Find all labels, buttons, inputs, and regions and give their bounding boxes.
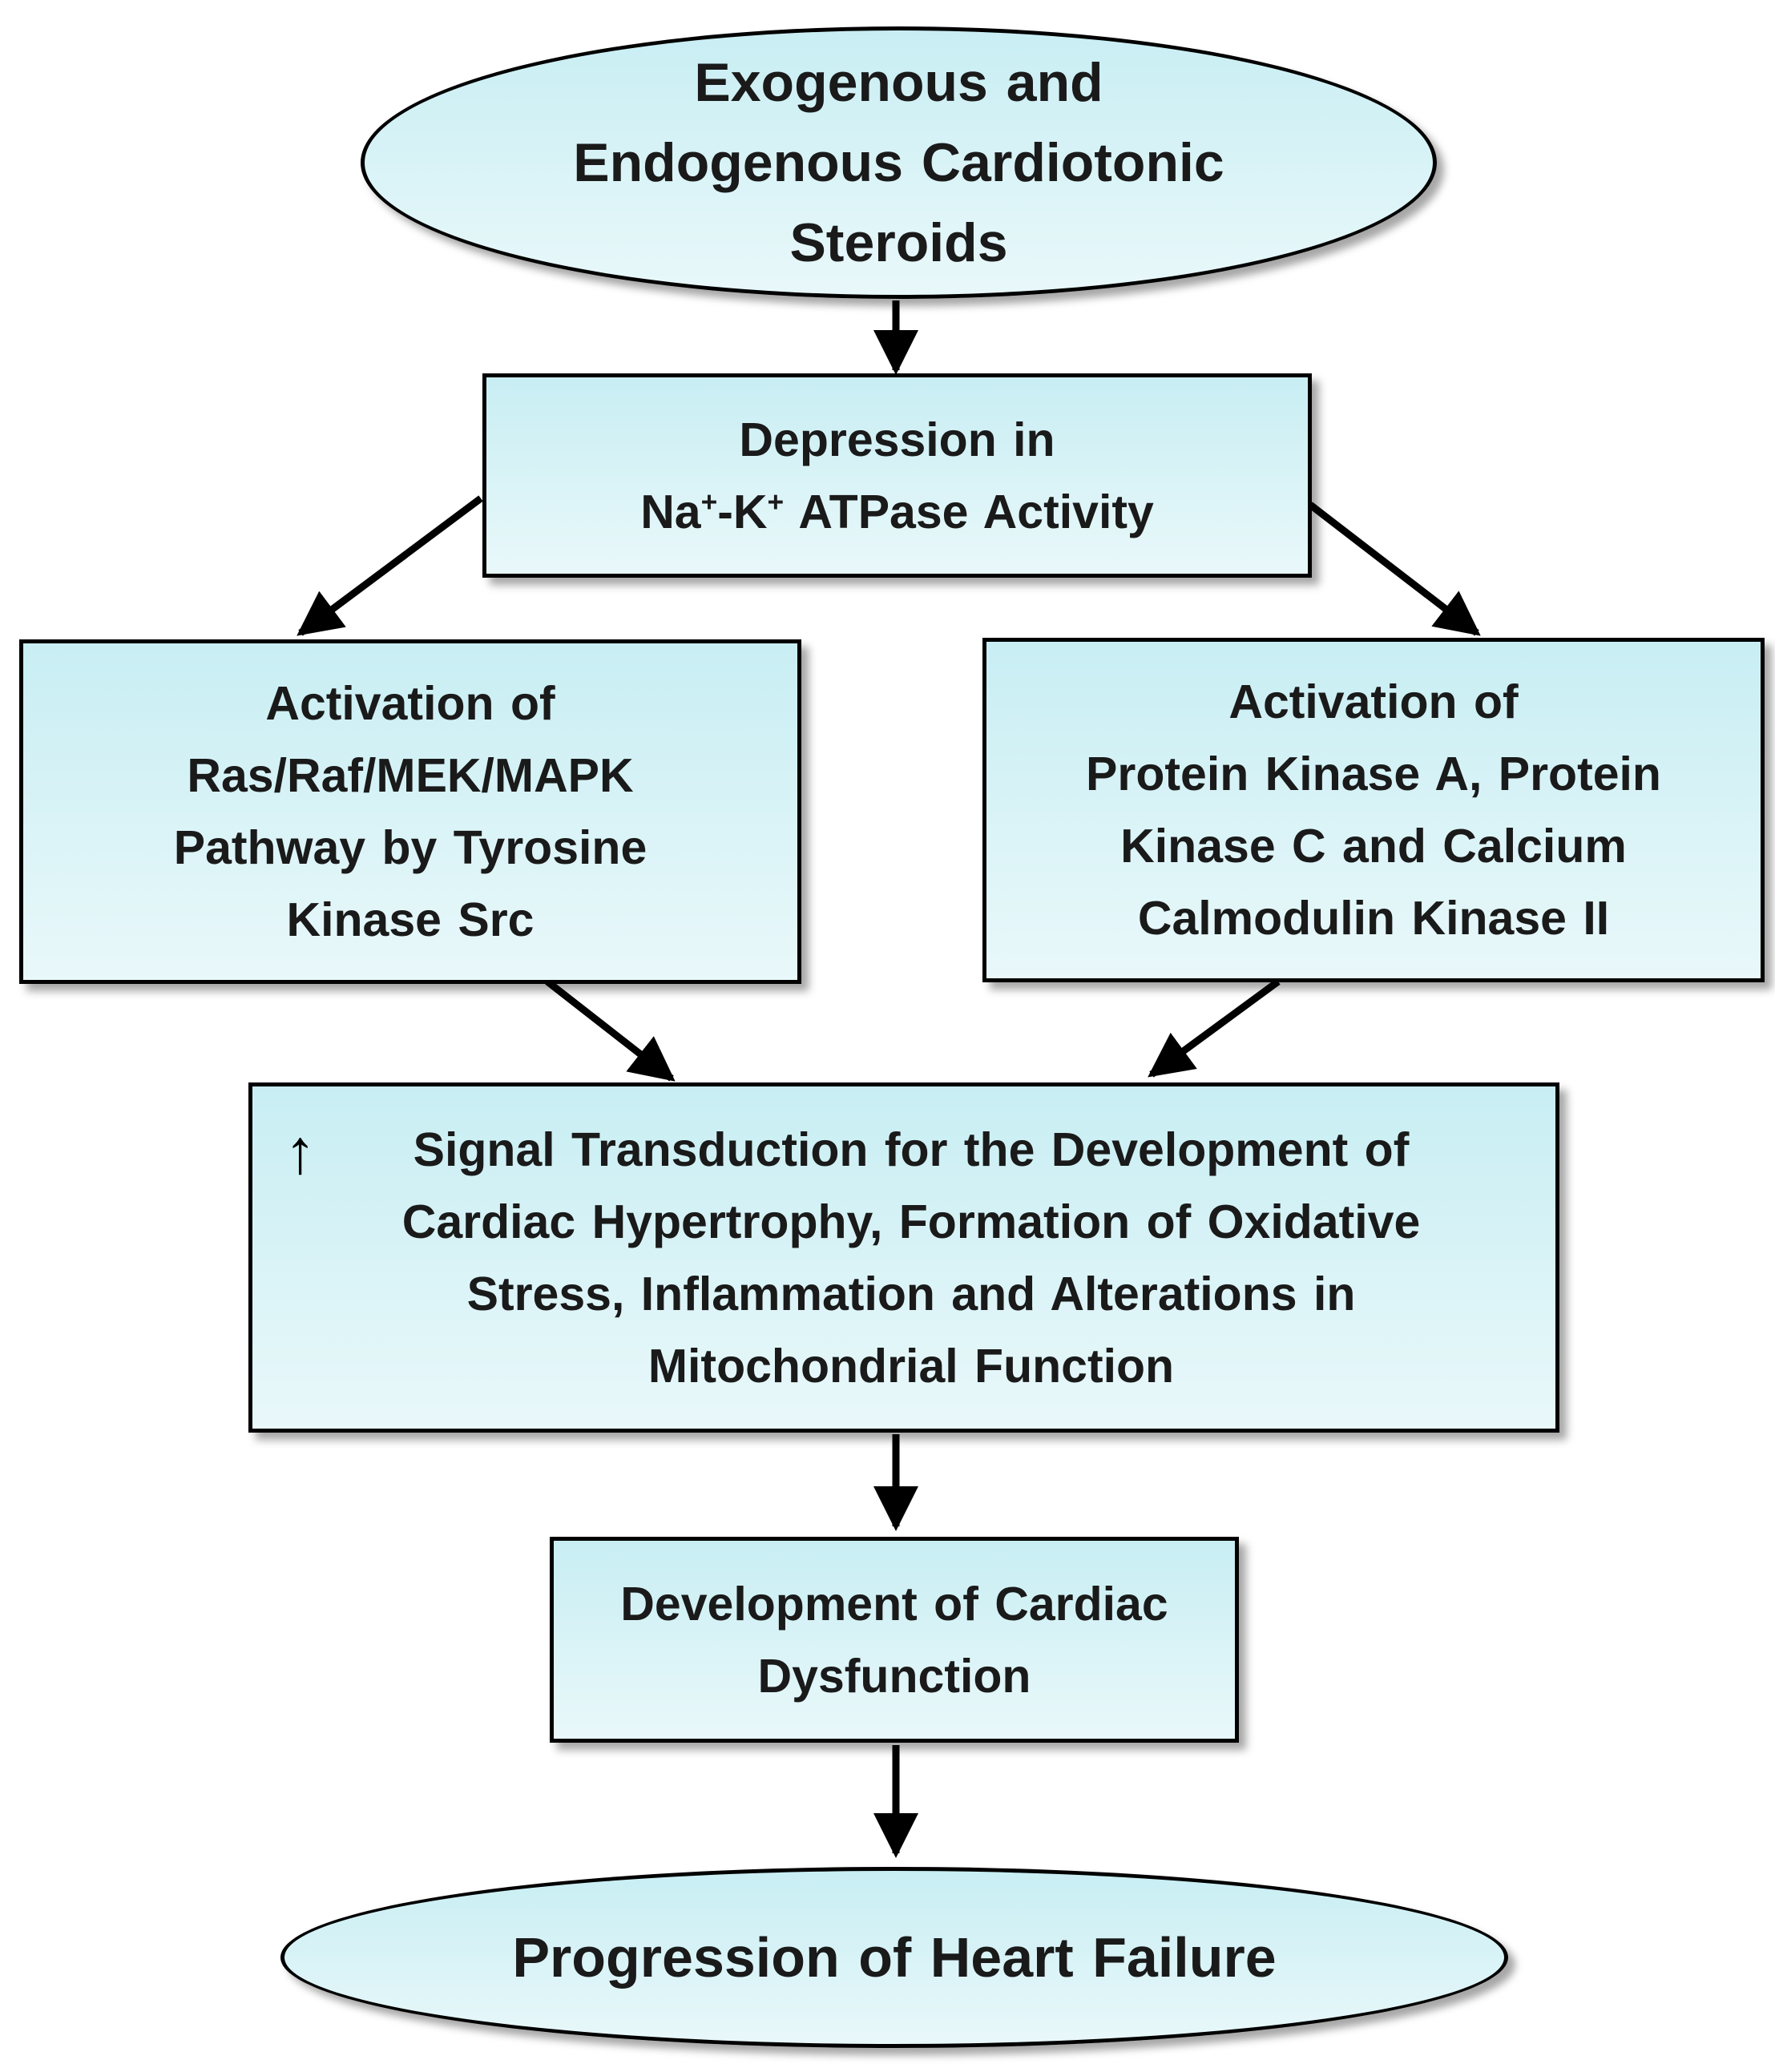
mapk-line: Activation of xyxy=(265,677,555,730)
ion-k: -K xyxy=(717,485,768,538)
signal-line: Mitochondrial Function xyxy=(647,1339,1175,1393)
dysfunction-line: Dysfunction xyxy=(757,1649,1031,1703)
steroids-line: Exogenous and xyxy=(694,52,1103,113)
signal-transduction-box: ↑ Signal Transduction for the Developmen… xyxy=(248,1082,1559,1433)
arrow-depression-to-mapk xyxy=(297,495,483,636)
kinase-activation-box: Activation of Protein Kinase A, Protein … xyxy=(982,638,1765,982)
heart-failure-ellipse: Progression of Heart Failure xyxy=(280,1867,1508,2048)
heart-failure-line: Progression of Heart Failure xyxy=(512,1926,1277,1989)
k-charge: + xyxy=(767,485,785,518)
kinase-line: Calmodulin Kinase II xyxy=(1137,892,1610,945)
mapk-line: Ras/Raf/MEK/MAPK xyxy=(187,749,634,802)
mapk-line: Kinase Src xyxy=(286,893,535,946)
kinase-line: Protein Kinase A, Protein xyxy=(1086,748,1661,800)
depression-line: Depression in xyxy=(739,413,1055,466)
mapk-pathway-box: Activation of Ras/Raf/MEK/MAPK Pathway b… xyxy=(19,639,801,984)
na-charge: + xyxy=(700,485,718,518)
dysfunction-line: Development of Cardiac xyxy=(620,1577,1168,1631)
arrow-depression-to-kinases xyxy=(1308,502,1481,636)
steroids-line: Steroids xyxy=(789,212,1008,273)
cardiac-dysfunction-box: Development of Cardiac Dysfunction xyxy=(550,1537,1239,1743)
up-arrow-icon: ↑ xyxy=(284,1116,316,1187)
kinase-line: Activation of xyxy=(1228,675,1519,728)
arrow-mapk-to-signal xyxy=(545,978,676,1082)
atpase-depression-box: Depression in Na+-K+ ATPase Activity xyxy=(482,373,1312,578)
signal-line: Cardiac Hypertrophy, Formation of Oxidat… xyxy=(401,1195,1421,1248)
kinase-line: Kinase C and Calcium xyxy=(1120,820,1627,873)
signal-line: Signal Transduction for the Development … xyxy=(413,1123,1410,1176)
arrow-kinases-to-signal xyxy=(1148,978,1281,1078)
depression-ion-line: Na+-K+ ATPase Activity xyxy=(640,476,1154,548)
ion-na: Na xyxy=(640,485,701,538)
steroids-line: Endogenous Cardiotonic xyxy=(573,132,1224,193)
signal-line: Stress, Inflammation and Alterations in xyxy=(466,1267,1356,1320)
steroids-ellipse: Exogenous and Endogenous Cardiotonic Ste… xyxy=(361,26,1437,299)
mapk-line: Pathway by Tyrosine xyxy=(173,821,647,874)
atpase-text: ATPase Activity xyxy=(784,485,1154,538)
